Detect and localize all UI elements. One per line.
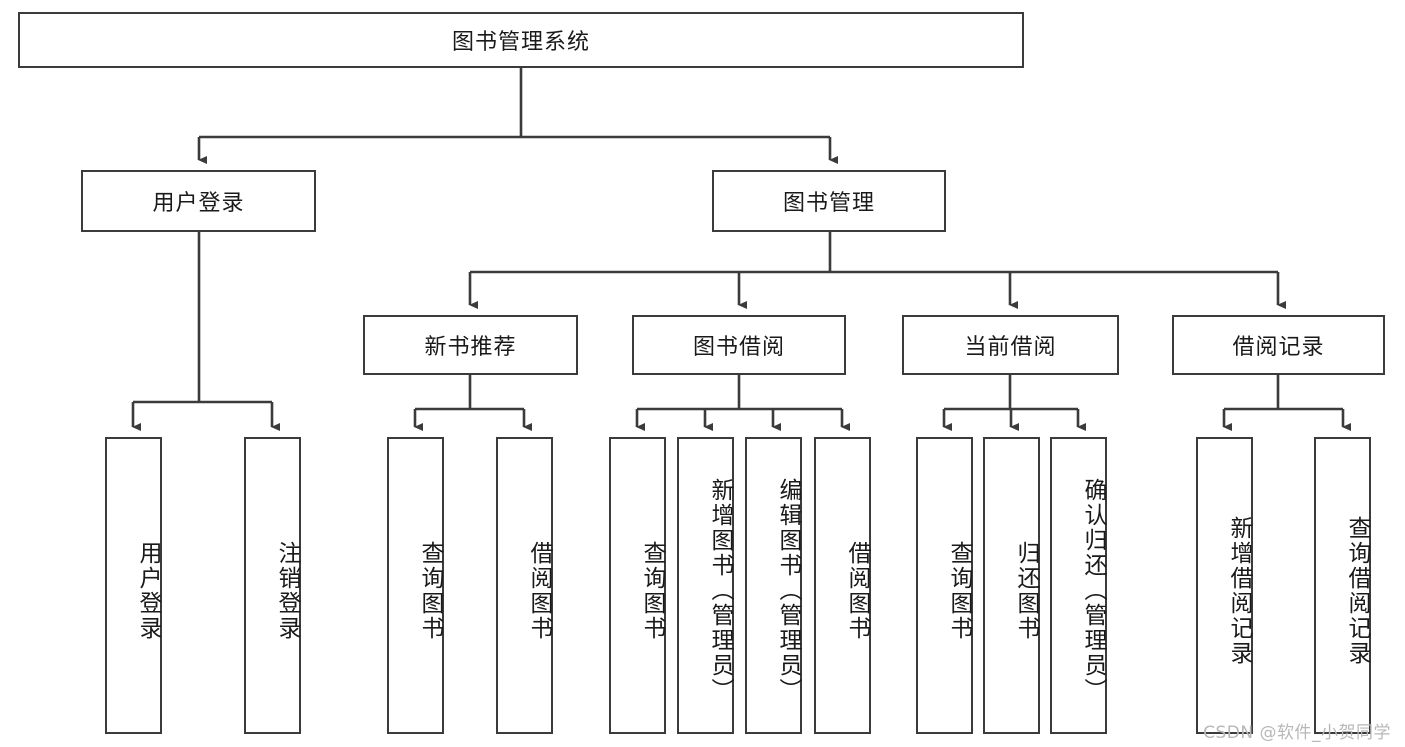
node-label: 查询图书 xyxy=(639,540,665,641)
node-label: 图书管理系统 xyxy=(451,30,590,55)
node-label: 当前借阅 xyxy=(964,335,1057,360)
watermark-text: CSDN @软件_小贺同学 xyxy=(1203,723,1391,743)
node-label: 借阅图书 xyxy=(844,540,870,641)
node-leaf-confirm-return[interactable]: 确认归还（管理员） xyxy=(1050,437,1107,734)
node-leaf-user-login[interactable]: 用户登录 xyxy=(105,437,162,734)
node-label: 用户登录 xyxy=(152,191,245,216)
node-label: 查询图书 xyxy=(946,540,972,641)
node-leaf-query-book-current[interactable]: 查询图书 xyxy=(916,437,973,734)
node-leaf-query-record[interactable]: 查询借阅记录 xyxy=(1314,437,1371,734)
node-label: 借阅图书 xyxy=(526,540,552,641)
node-leaf-edit-book[interactable]: 编辑图书（管理员） xyxy=(745,437,802,734)
node-book-borrow[interactable]: 图书借阅 xyxy=(632,315,846,375)
node-label: 用户登录 xyxy=(135,540,161,641)
node-current-borrow[interactable]: 当前借阅 xyxy=(902,315,1119,375)
node-book-management[interactable]: 图书管理 xyxy=(712,170,946,232)
node-leaf-return-book[interactable]: 归还图书 xyxy=(983,437,1040,734)
node-label: 借阅记录 xyxy=(1232,335,1325,360)
node-label: 查询图书 xyxy=(417,540,443,641)
node-label: 确认归还（管理员） xyxy=(1080,478,1106,703)
node-new-book-recommend[interactable]: 新书推荐 xyxy=(363,315,578,375)
node-label: 新增借阅记录 xyxy=(1226,515,1252,666)
node-borrow-record[interactable]: 借阅记录 xyxy=(1172,315,1385,375)
node-user-login[interactable]: 用户登录 xyxy=(81,170,316,232)
node-label: 编辑图书（管理员） xyxy=(775,478,801,703)
node-leaf-add-book[interactable]: 新增图书（管理员） xyxy=(677,437,734,734)
node-label: 注销登录 xyxy=(274,540,300,641)
node-leaf-borrow-book[interactable]: 借阅图书 xyxy=(814,437,871,734)
node-label: 查询借阅记录 xyxy=(1344,515,1370,666)
node-leaf-logout[interactable]: 注销登录 xyxy=(244,437,301,734)
node-label: 新增图书（管理员） xyxy=(707,478,733,703)
node-label: 图书借阅 xyxy=(692,335,785,360)
node-leaf-query-book-recommend[interactable]: 查询图书 xyxy=(387,437,444,734)
node-label: 归还图书 xyxy=(1013,540,1039,641)
node-leaf-query-book-borrow[interactable]: 查询图书 xyxy=(609,437,666,734)
node-label: 新书推荐 xyxy=(424,335,517,360)
node-root-system[interactable]: 图书管理系统 xyxy=(18,12,1024,68)
node-leaf-add-record[interactable]: 新增借阅记录 xyxy=(1196,437,1253,734)
node-label: 图书管理 xyxy=(782,191,875,216)
node-leaf-borrow-book-recommend[interactable]: 借阅图书 xyxy=(496,437,553,734)
